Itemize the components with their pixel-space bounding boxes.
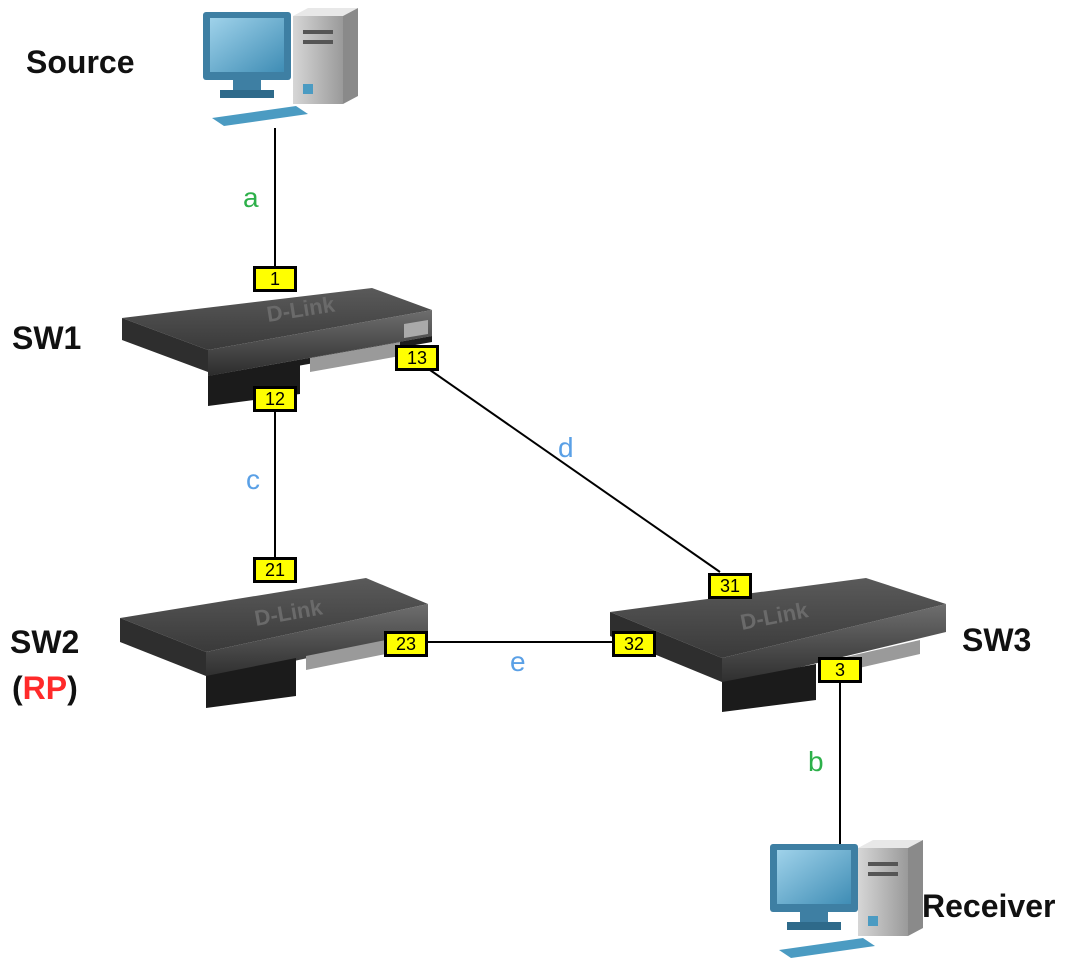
port-badge-sw2-23: 23	[384, 631, 428, 657]
sw1-switch-icon: D-Link	[122, 288, 432, 406]
link-a-label: a	[243, 182, 259, 213]
link-e-label: e	[510, 646, 526, 677]
port-badge-sw3-31: 31	[708, 573, 752, 599]
sw1-label: SW1	[12, 320, 82, 356]
link-c-label: c	[246, 464, 260, 495]
link-d-label: d	[558, 432, 574, 463]
link-b-label: b	[808, 746, 824, 777]
port-badge-sw2-21: 21	[253, 557, 297, 583]
rp-open-paren: (	[12, 670, 23, 706]
port-badge-sw1-12: 12	[253, 386, 297, 412]
port-badge-sw3-3: 3	[818, 657, 862, 683]
sw2-label: SW2	[10, 624, 80, 660]
source-computer-icon	[203, 8, 358, 126]
port-badge-sw1-1: 1	[253, 266, 297, 292]
sw2-rp-label: (RP)	[12, 672, 78, 704]
receiver-label: Receiver	[922, 888, 1056, 924]
sw2-switch-icon: D-Link	[120, 578, 428, 708]
receiver-computer-icon	[770, 840, 923, 958]
sw3-switch-icon: D-Link	[610, 578, 946, 712]
rp-close-paren: )	[67, 670, 78, 706]
source-label: Source	[26, 44, 135, 80]
port-badge-sw1-13: 13	[395, 345, 439, 371]
port-badge-sw3-32: 32	[612, 631, 656, 657]
rp-badge: RP	[22, 670, 68, 706]
sw3-label: SW3	[962, 622, 1032, 658]
link-d-line	[429, 369, 721, 573]
